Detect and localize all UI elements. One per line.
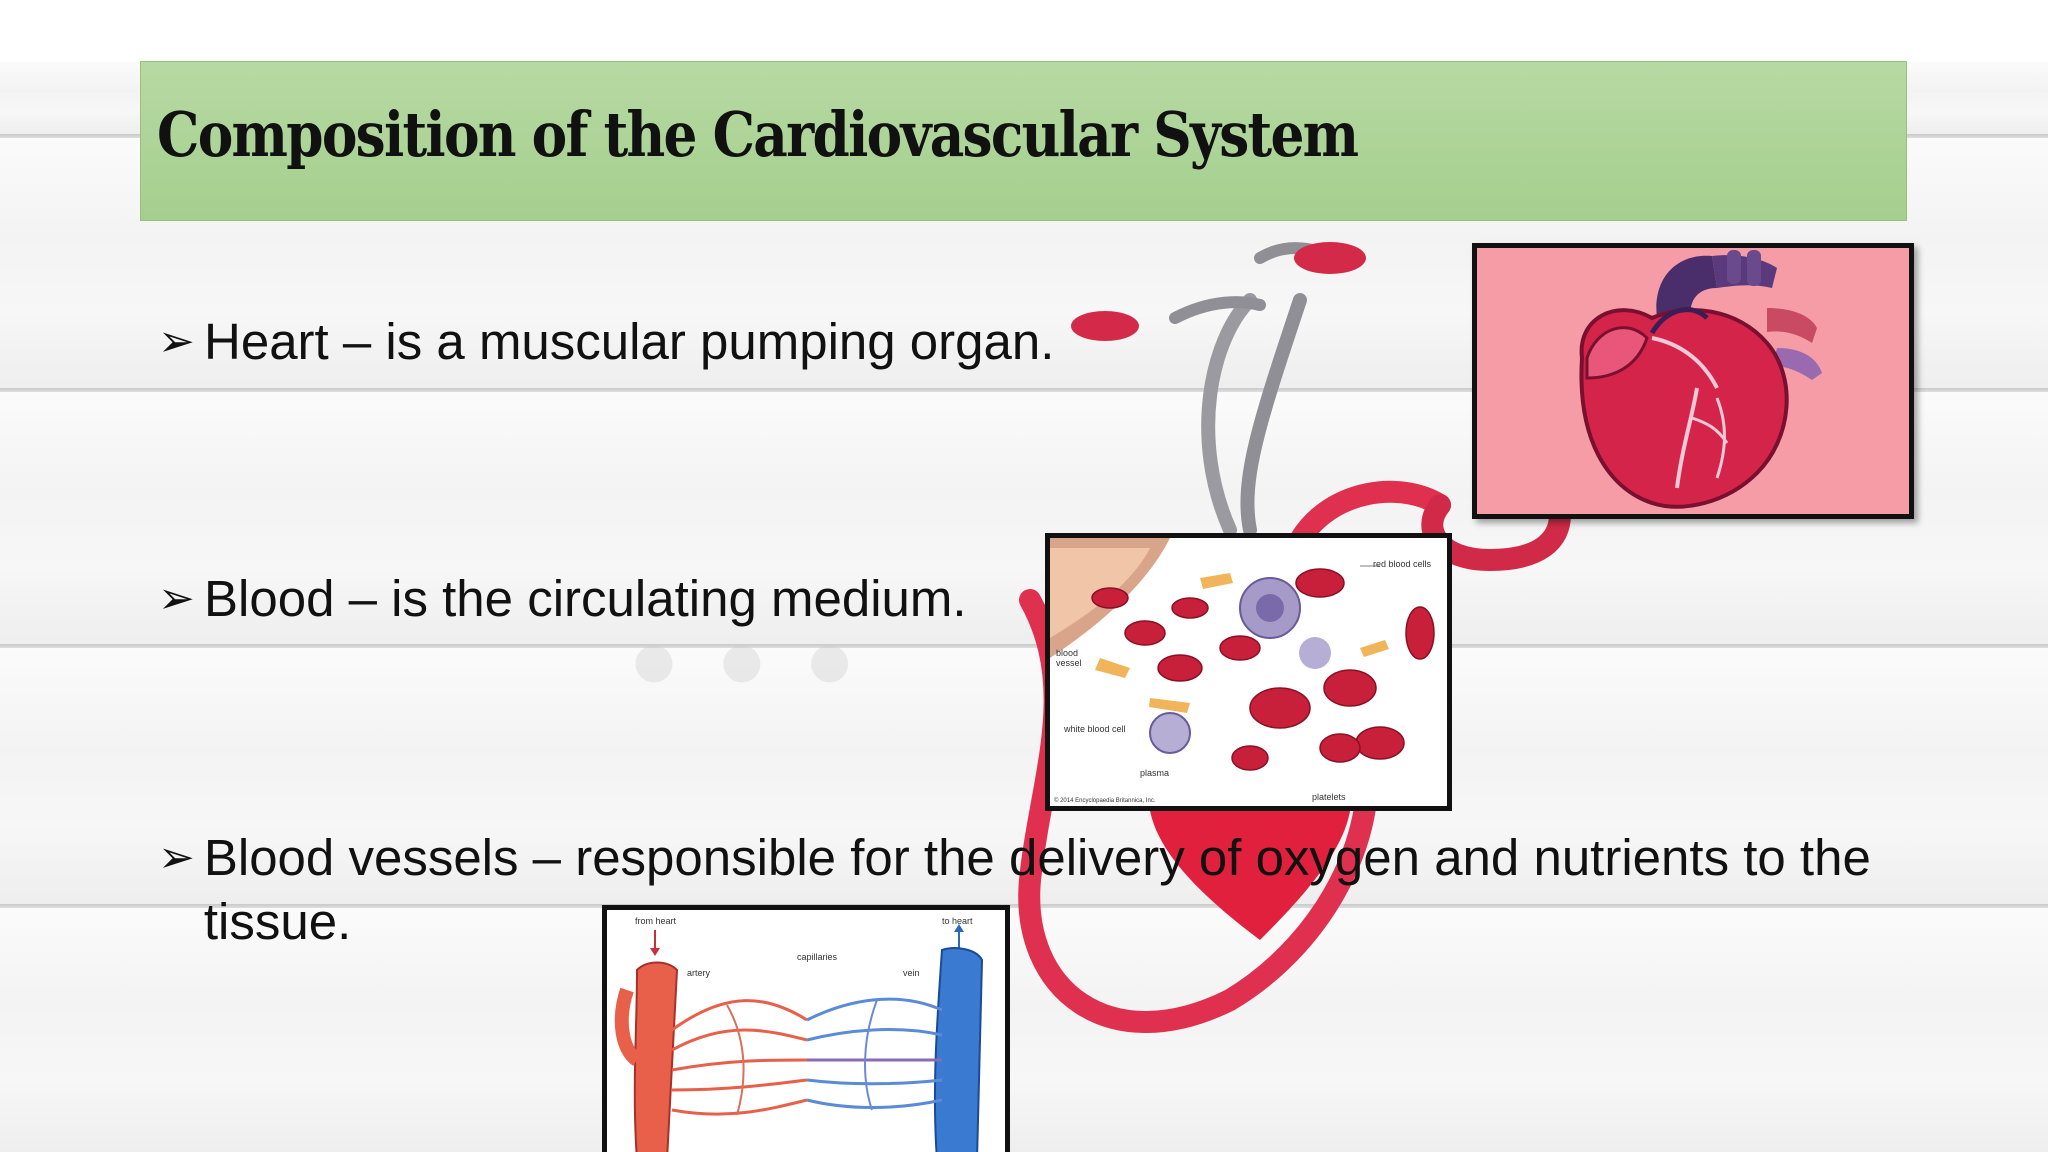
arrow-bullet-icon: ➢ — [158, 832, 195, 883]
title-banner: Composition of the Cardiovascular System — [140, 61, 1907, 221]
svg-text:to heart: to heart — [942, 916, 973, 926]
blood-cells-illustration-icon: red blood cells blood vessel white blood… — [1050, 538, 1447, 806]
svg-text:© 2014 Encyclopaedia Britannic: © 2014 Encyclopaedia Britannica, Inc. — [1054, 797, 1156, 804]
page-title: Composition of the Cardiovascular System — [157, 98, 1359, 171]
watermark: ● ● ● — [628, 611, 862, 707]
arrow-bullet-icon: ➢ — [158, 316, 195, 367]
svg-text:from heart: from heart — [635, 916, 677, 926]
blood-vessels-image: from heart to heart artery capillaries v… — [602, 905, 1010, 1152]
heart-image — [1472, 243, 1914, 519]
svg-text:red blood cells: red blood cells — [1373, 559, 1432, 569]
arrow-bullet-icon: ➢ — [158, 573, 195, 624]
svg-text:capillaries: capillaries — [797, 952, 838, 962]
bullet-text: Blood vessels – responsible for the deli… — [203, 829, 1871, 950]
plank-seam — [0, 388, 2048, 392]
svg-text:vein: vein — [903, 968, 920, 978]
svg-text:vessel: vessel — [1056, 658, 1082, 668]
background-top — [0, 0, 2048, 62]
bullet-blood: ➢ Blood – is the circulating medium. — [158, 567, 967, 631]
bullet-text: Heart – is a muscular pumping organ. — [204, 313, 1055, 370]
svg-text:platelets: platelets — [1312, 792, 1346, 802]
wood-plank — [0, 908, 2048, 1152]
svg-text:white blood cell: white blood cell — [1063, 724, 1126, 734]
svg-text:blood: blood — [1056, 648, 1078, 658]
blood-cells-image: red blood cells blood vessel white blood… — [1045, 533, 1452, 811]
bullet-heart: ➢ Heart – is a muscular pumping organ. — [158, 310, 1054, 374]
svg-text:plasma: plasma — [1140, 768, 1169, 778]
svg-text:artery: artery — [687, 968, 711, 978]
heart-illustration-icon — [1477, 248, 1909, 514]
plank-seam — [0, 644, 2048, 648]
capillary-network-illustration-icon: from heart to heart artery capillaries v… — [607, 910, 1005, 1152]
bullet-blood-vessels: ➢ Blood vessels – responsible for the de… — [158, 826, 1878, 954]
bullet-text: Blood – is the circulating medium. — [204, 570, 967, 627]
